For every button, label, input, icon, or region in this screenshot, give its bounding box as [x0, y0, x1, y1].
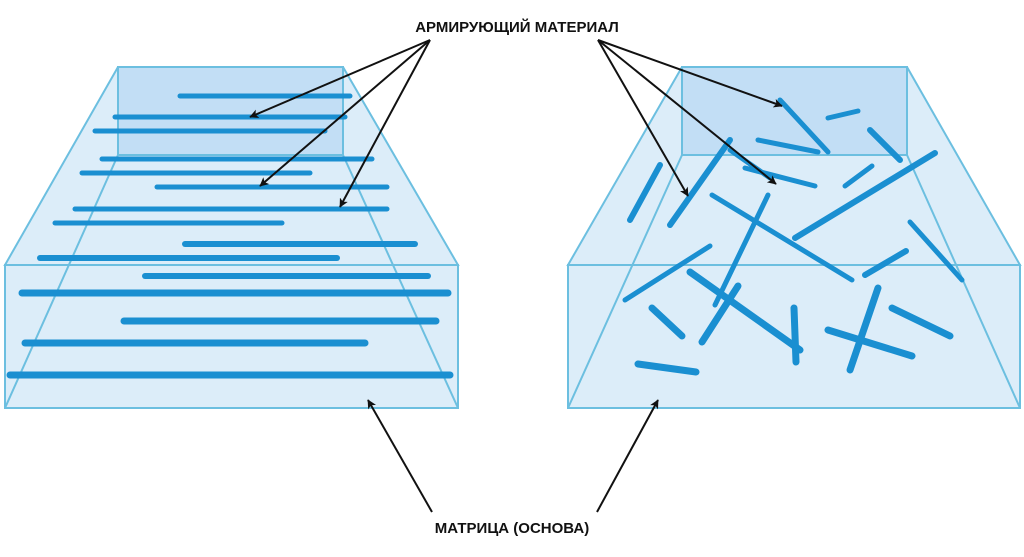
fiber [792, 150, 938, 241]
arrow [259, 39, 431, 187]
block-front-face [4, 264, 459, 409]
block-back-face [117, 66, 344, 156]
block-edge [4, 154, 119, 409]
arrow [597, 39, 689, 197]
parallel-fibers [6, 93, 454, 379]
fiber [686, 268, 804, 354]
fiber [698, 282, 742, 346]
matrix-label: МАТРИЦА (ОСНОВА) [435, 520, 589, 537]
fiber [907, 219, 965, 283]
random-fiber-composite-block [566, 66, 1022, 409]
block-edge [567, 154, 683, 409]
fiber [825, 108, 861, 121]
fiber [846, 284, 882, 374]
fiber [777, 97, 831, 155]
random-fibers [622, 97, 965, 376]
fiber [888, 304, 954, 340]
fiber [622, 243, 713, 303]
unidirectional-composite-block [3, 66, 460, 409]
fiber [634, 360, 700, 376]
fiber [842, 163, 875, 189]
arrow [249, 39, 431, 118]
fiber [755, 137, 821, 155]
fiber [648, 304, 686, 340]
fiber [790, 304, 800, 366]
fiber [862, 248, 909, 278]
block-edge [342, 154, 459, 409]
fiber [867, 127, 903, 163]
arrow [339, 39, 431, 208]
fiber [627, 162, 663, 223]
arrow [596, 399, 659, 513]
block-back-face [681, 66, 908, 156]
reinforcement-label: АРМИРУЮЩИЙ МАТЕРИАЛ [415, 18, 619, 36]
reinforcement-arrows [249, 39, 783, 208]
fiber [742, 165, 818, 189]
fiber [824, 326, 916, 360]
matrix-arrows [367, 399, 659, 513]
fiber [709, 192, 855, 283]
fiber [712, 192, 771, 308]
arrow [597, 39, 783, 108]
fiber [667, 137, 733, 228]
arrow [367, 399, 433, 513]
arrow [597, 39, 777, 185]
